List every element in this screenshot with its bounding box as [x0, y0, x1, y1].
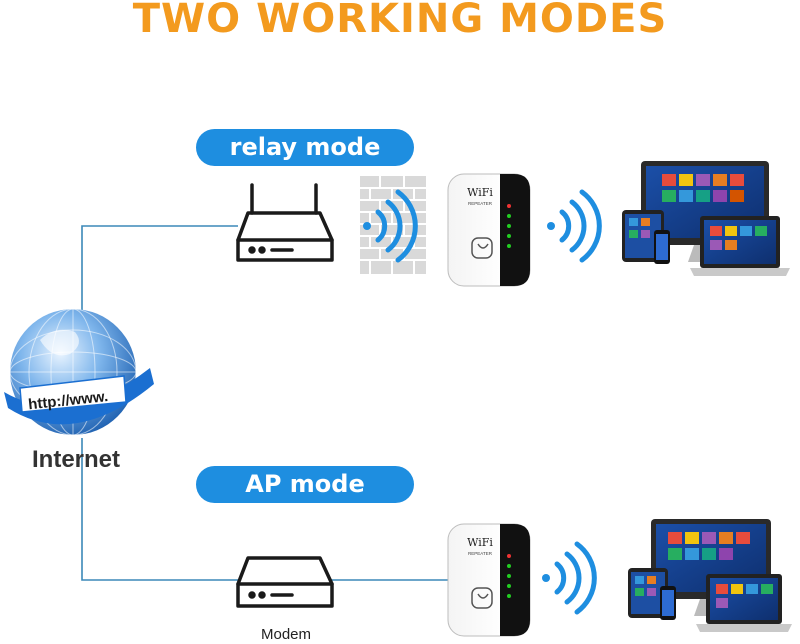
- repeater-brand: WiFi: [467, 536, 493, 549]
- modem-icon: [236, 556, 334, 608]
- wifi-signal-icon: [547, 189, 602, 263]
- connection-lines: [81, 225, 448, 581]
- modem-label: Modem: [261, 626, 312, 643]
- devices-icon: [628, 519, 792, 632]
- wifi-signal-icon: [363, 189, 418, 263]
- router-icon: [236, 183, 334, 262]
- devices-icon: [622, 161, 790, 276]
- repeater-device: WiFi REPEATER: [447, 173, 531, 287]
- ap-mode-pill: AP mode: [196, 466, 414, 503]
- wifi-signal-icon: [542, 541, 597, 615]
- globe-icon: [4, 308, 154, 436]
- repeater-device: WiFi REPEATER: [447, 523, 531, 637]
- repeater-brand: WiFi: [467, 186, 493, 199]
- internet-label: Internet: [32, 446, 121, 473]
- repeater-sub: REPEATER: [468, 201, 493, 206]
- relay-mode-pill: relay mode: [196, 129, 414, 166]
- repeater-sub: REPEATER: [468, 551, 493, 556]
- page-title: TWO WORKING MODES: [132, 0, 668, 42]
